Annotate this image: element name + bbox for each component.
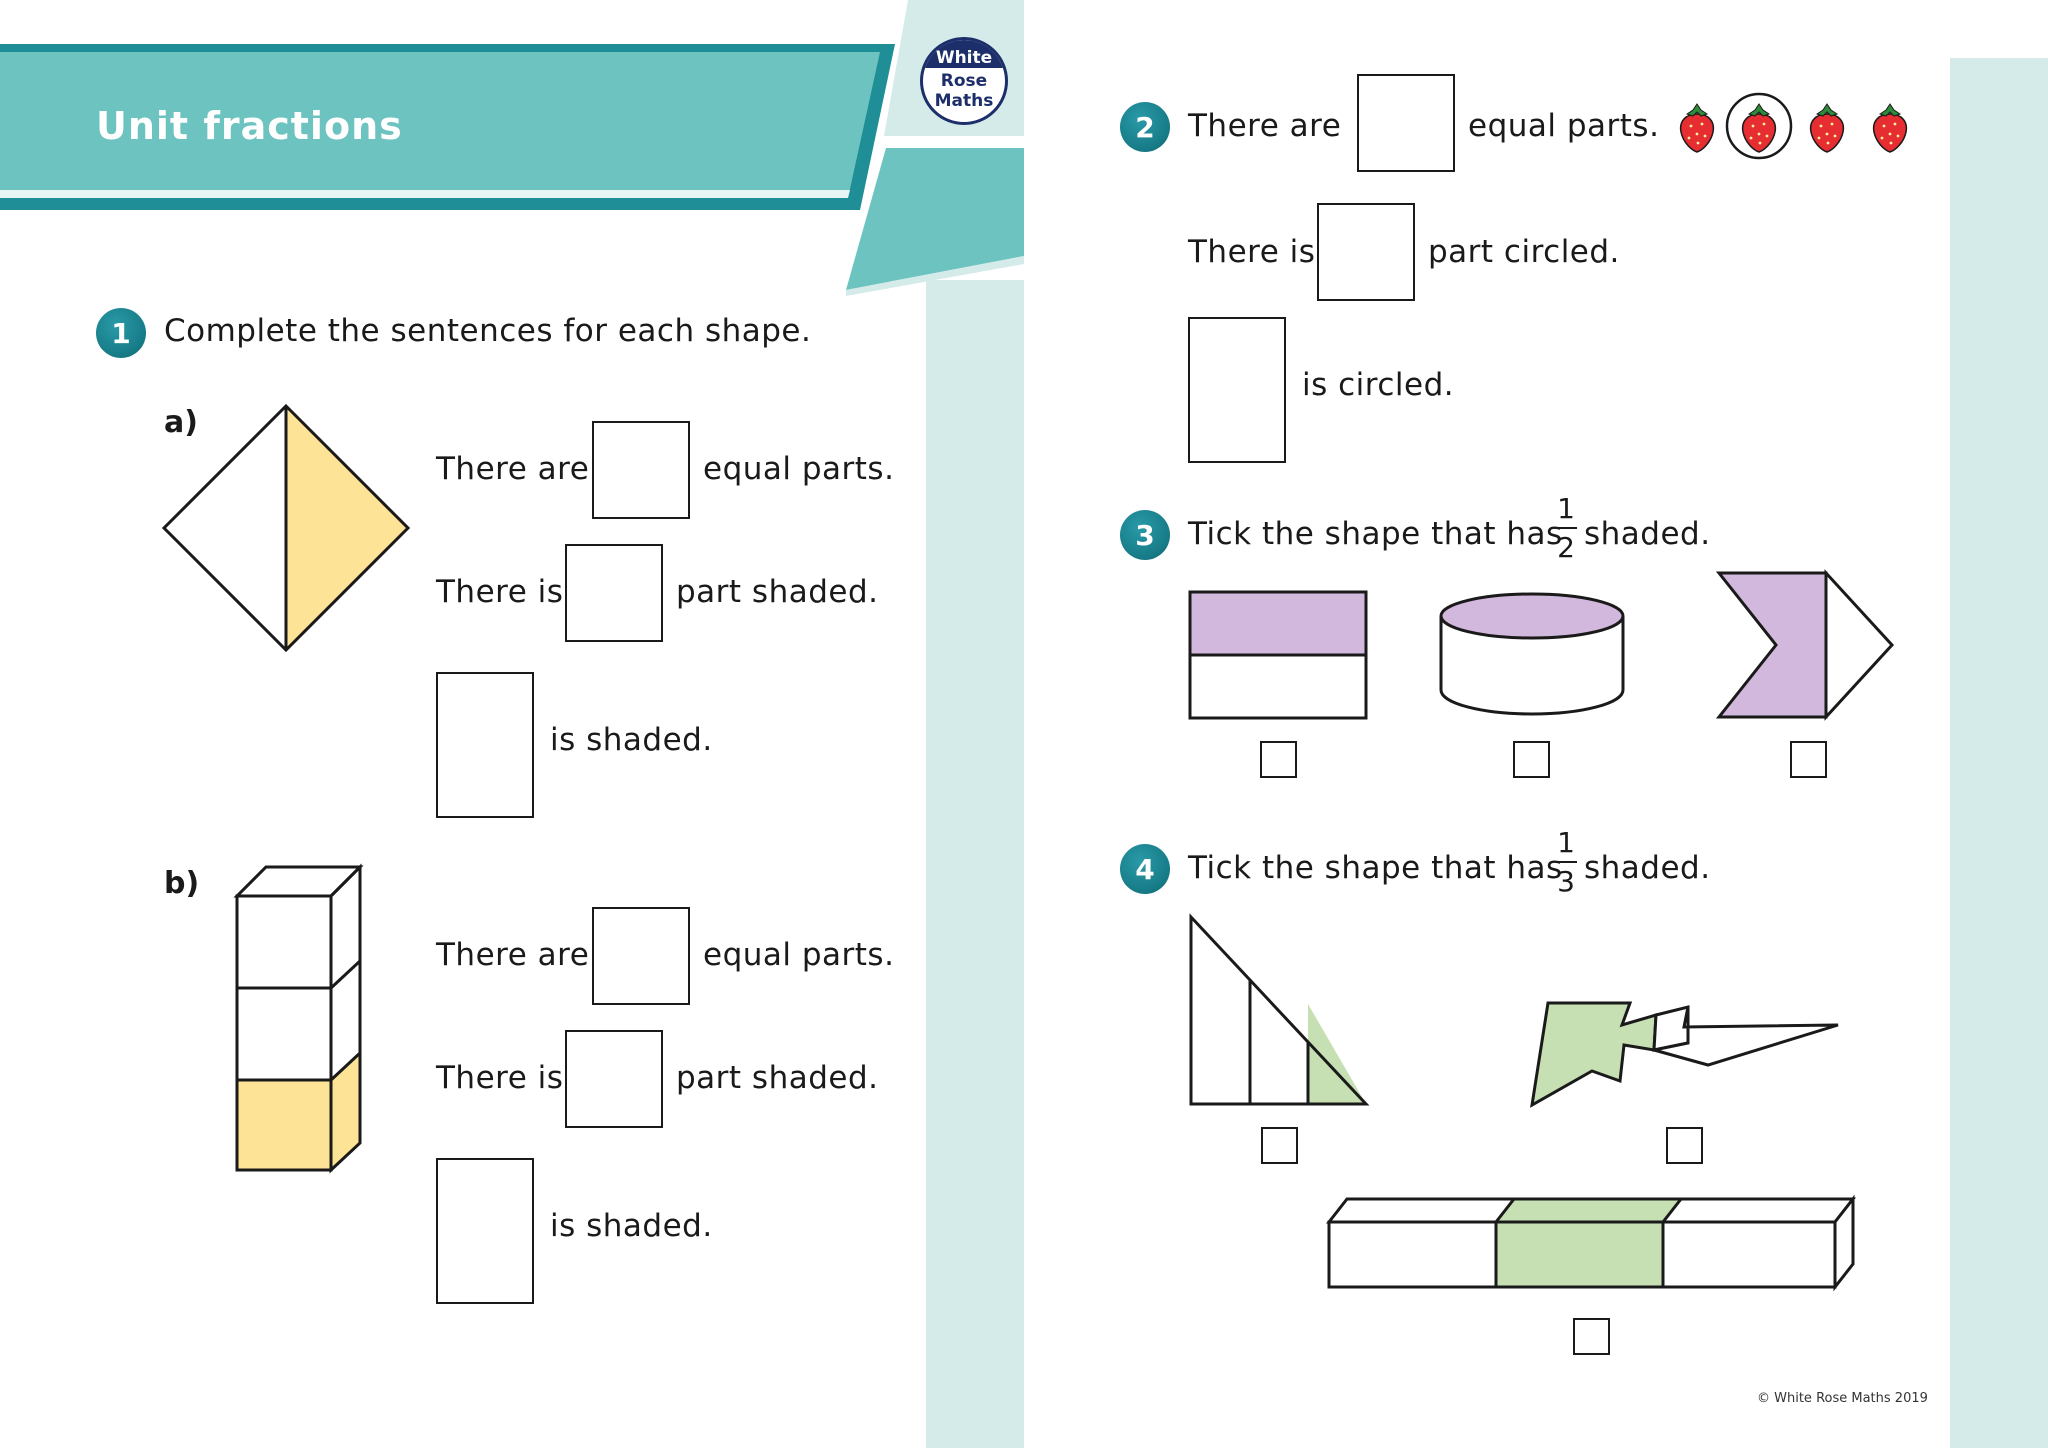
q2-equal-parts-answer-box[interactable] bbox=[1357, 74, 1455, 172]
q4-text-before: Tick the shape that has bbox=[1188, 850, 1563, 886]
q3-chevron-tick-box[interactable] bbox=[1790, 741, 1827, 778]
question-3-badge: 3 bbox=[1120, 510, 1170, 560]
q4-lightning-tick-box[interactable] bbox=[1666, 1127, 1703, 1164]
page-title: Unit fractions bbox=[96, 104, 403, 148]
strawberry-circle-ring bbox=[1725, 92, 1793, 160]
a-part-shaded-answer-box[interactable] bbox=[565, 544, 663, 642]
question-2-number: 2 bbox=[1135, 110, 1155, 144]
copyright-notice: © White Rose Maths 2019 bbox=[1757, 1391, 1928, 1406]
q4-fraction-numerator: 1 bbox=[1557, 826, 1575, 859]
a-fraction-answer-box[interactable] bbox=[436, 672, 534, 818]
q4-fraction-one-third: 1 3 bbox=[1555, 826, 1577, 898]
diamond-shape bbox=[161, 403, 411, 653]
b-line2-after: part shaded. bbox=[676, 1060, 879, 1096]
logo-word-maths: Maths bbox=[934, 91, 994, 111]
b-equal-parts-answer-box[interactable] bbox=[592, 907, 690, 1005]
q4-fraction-denominator: 3 bbox=[1557, 865, 1575, 898]
part-a-label: a) bbox=[164, 405, 198, 440]
header-band bbox=[0, 0, 1024, 296]
q3-fraction-numerator: 1 bbox=[1557, 492, 1575, 525]
a-line2-after: part shaded. bbox=[676, 574, 879, 610]
q4-lightning-shape bbox=[1530, 1001, 1839, 1108]
question-3-number: 3 bbox=[1135, 518, 1155, 552]
right-side-strip bbox=[1950, 58, 2048, 1448]
a-line2-before: There is bbox=[436, 574, 564, 610]
q3-fraction-one-half: 1 2 bbox=[1555, 492, 1577, 564]
q4-bar-prism-shape bbox=[1325, 1194, 1857, 1292]
q2-line3-after: is circled. bbox=[1302, 367, 1455, 403]
q4-triangle-tick-box[interactable] bbox=[1261, 1127, 1298, 1164]
q3-rectangle-tick-box[interactable] bbox=[1260, 741, 1297, 778]
q2-part-circled-answer-box[interactable] bbox=[1317, 203, 1415, 301]
question-1-badge: 1 bbox=[96, 308, 146, 358]
left-side-strip bbox=[926, 280, 1024, 1448]
strawberry-3 bbox=[1809, 103, 1845, 153]
strawberry-4 bbox=[1872, 103, 1908, 153]
q3-rectangle-shape bbox=[1188, 590, 1368, 720]
strawberries-group bbox=[1679, 92, 1908, 160]
a-line1-before: There are bbox=[436, 451, 590, 487]
question-1-instruction: Complete the sentences for each shape. bbox=[164, 313, 812, 349]
b-line2-before: There is bbox=[436, 1060, 564, 1096]
a-line3-after: is shaded. bbox=[550, 722, 713, 758]
q2-line2-after: part circled. bbox=[1428, 234, 1620, 270]
a-equal-parts-answer-box[interactable] bbox=[592, 421, 690, 519]
q3-fraction-denominator: 2 bbox=[1557, 531, 1575, 564]
q2-fraction-answer-box[interactable] bbox=[1188, 317, 1286, 463]
q3-cylinder-tick-box[interactable] bbox=[1513, 741, 1550, 778]
q2-line1-after: equal parts. bbox=[1468, 108, 1660, 144]
q2-line1-before: There are bbox=[1188, 108, 1342, 144]
b-line3-after: is shaded. bbox=[550, 1208, 713, 1244]
q4-bar-tick-box[interactable] bbox=[1573, 1318, 1610, 1355]
q3-text-after: shaded. bbox=[1584, 516, 1711, 552]
b-fraction-answer-box[interactable] bbox=[436, 1158, 534, 1304]
question-2-badge: 2 bbox=[1120, 102, 1170, 152]
q3-text-before: Tick the shape that has bbox=[1188, 516, 1563, 552]
q3-cylinder-shape bbox=[1439, 592, 1625, 716]
white-rose-maths-logo: White Rose Maths bbox=[920, 37, 1008, 125]
logo-word-rose: Rose bbox=[940, 71, 988, 91]
part-b-label: b) bbox=[164, 866, 200, 901]
question-1-number: 1 bbox=[111, 316, 131, 350]
question-4-badge: 4 bbox=[1120, 844, 1170, 894]
question-4-number: 4 bbox=[1135, 852, 1155, 886]
q3-chevron-shape bbox=[1715, 569, 1895, 721]
b-line1-after: equal parts. bbox=[703, 937, 895, 973]
q2-line2-before: There is bbox=[1188, 234, 1316, 270]
q4-triangle-shape bbox=[1189, 913, 1370, 1106]
b-line1-before: There are bbox=[436, 937, 590, 973]
b-part-shaded-answer-box[interactable] bbox=[565, 1030, 663, 1128]
strawberry-2-circled bbox=[1741, 103, 1777, 153]
logo-word-white: White bbox=[935, 48, 993, 68]
cube-tower-shape bbox=[233, 863, 364, 1174]
strawberry-1 bbox=[1679, 103, 1715, 153]
a-line1-after: equal parts. bbox=[703, 451, 895, 487]
q4-text-after: shaded. bbox=[1584, 850, 1711, 886]
